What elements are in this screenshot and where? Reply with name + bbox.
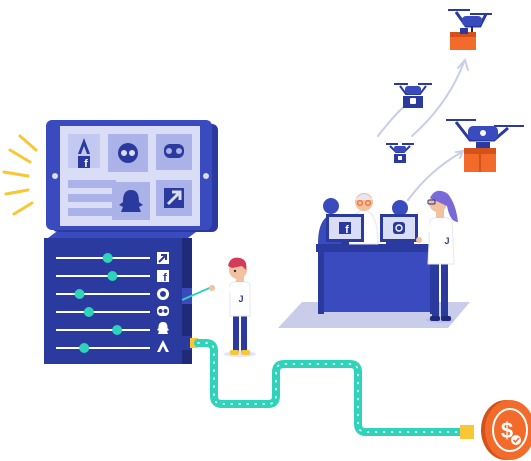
assembly-logo-icon	[78, 138, 90, 154]
slider-knob[interactable]	[79, 343, 90, 353]
svg-text:f: f	[84, 158, 88, 170]
standing-woman: J	[416, 190, 458, 323]
dollar-symbol: $	[501, 418, 513, 443]
desk	[316, 244, 438, 314]
svg-text:f: f	[345, 224, 349, 236]
coin-icon: $	[481, 400, 531, 460]
arrow-up-right-icon	[164, 188, 184, 208]
foursquare-icon	[157, 288, 169, 300]
arrow-up-right-icon	[157, 252, 169, 264]
shirt-badge: J	[444, 236, 449, 246]
slider-knob[interactable]	[112, 325, 123, 335]
tablet-camera	[52, 173, 58, 179]
foursquare-icon	[164, 144, 184, 158]
slider-knob[interactable]	[102, 253, 113, 263]
tripadvisor-icon	[118, 143, 138, 163]
slider-group	[56, 253, 150, 353]
slider-knob[interactable]	[107, 271, 118, 281]
tablet-device: f	[46, 120, 218, 232]
snapchat-icon	[119, 190, 143, 212]
svg-text:f: f	[163, 272, 167, 284]
snapchat-icon	[157, 322, 169, 334]
monitor-right	[380, 214, 418, 245]
drone-small-2	[386, 143, 414, 163]
mixer-icon-column: f	[157, 252, 169, 352]
cable	[178, 336, 474, 439]
slider-knob[interactable]	[83, 307, 94, 317]
tripadvisor-icon	[157, 306, 169, 316]
monitor-left: f	[326, 214, 364, 245]
instagram-icon	[393, 222, 405, 234]
drone-large-right	[446, 119, 524, 172]
boy-character: J	[181, 257, 256, 357]
assembly-logo-icon	[157, 340, 169, 352]
drone-large-top	[448, 9, 492, 50]
control-panel	[44, 232, 196, 364]
facebook-icon: f	[78, 156, 90, 170]
facebook-icon: f	[157, 270, 169, 284]
facebook-icon: f	[339, 222, 351, 236]
flight-path-arrows	[377, 57, 469, 201]
slider-knob[interactable]	[74, 289, 85, 299]
tablet-home-button	[203, 173, 209, 179]
burst-lines	[2, 134, 38, 216]
drone-small-1	[394, 83, 432, 108]
shirt-badge: J	[238, 294, 243, 304]
